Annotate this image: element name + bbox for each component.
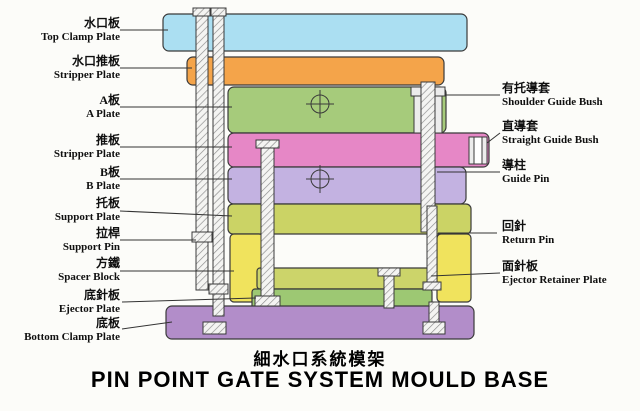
label-en: Stripper Plate bbox=[53, 69, 120, 81]
stop-pin-rod bbox=[377, 267, 401, 309]
label-en: Bottom Clamp Plate bbox=[24, 331, 120, 343]
label-zh: 底板 bbox=[95, 316, 120, 330]
support-pin-head bbox=[192, 7, 211, 17]
label-en: Ejector Retainer Plate bbox=[502, 274, 607, 286]
puller-bolt-head bbox=[210, 7, 227, 17]
straight-guide-bush-shape bbox=[468, 136, 488, 165]
label-stripper-plate: 推板 Stripper Plate bbox=[0, 133, 120, 161]
title-english: PIN POINT GATE SYSTEM MOULD BASE bbox=[90, 367, 550, 392]
label-en: Return Pin bbox=[502, 234, 555, 246]
label-en: Top Clamp Plate bbox=[40, 31, 120, 43]
support-pin-shaft bbox=[195, 15, 209, 233]
label-en: Shoulder Guide Bush bbox=[502, 96, 603, 108]
label-ejector-retainer-plate: 面針板 Ejector Retainer Plate bbox=[502, 259, 640, 287]
label-return-pin: 回針 Return Pin bbox=[502, 219, 640, 247]
leader-line bbox=[486, 132, 501, 144]
label-zh: 拉桿 bbox=[95, 226, 120, 240]
support-plate-shape bbox=[227, 203, 472, 235]
center-guide-pin-foot bbox=[254, 295, 281, 307]
center-guide-pin-head bbox=[255, 139, 280, 149]
screw-hole-symbol bbox=[306, 165, 334, 193]
puller-bolt-tip bbox=[212, 293, 225, 317]
label-zh: 水口推板 bbox=[71, 54, 120, 68]
label-en: Stripper Plate bbox=[53, 148, 120, 160]
label-en: A Plate bbox=[86, 108, 120, 120]
label-spacer-block: 方鐵 Spacer Block bbox=[0, 256, 120, 284]
label-support-plate: 托板 Support Plate bbox=[0, 196, 120, 224]
screw-hole-symbol bbox=[306, 90, 334, 118]
label-a-plate: A板 A Plate bbox=[0, 93, 120, 121]
support-pin-rod bbox=[191, 7, 213, 291]
label-zh: 方鐵 bbox=[95, 256, 120, 270]
label-zh: 回針 bbox=[502, 219, 527, 233]
label-shoulder-guide-bush: 有托導套 Shoulder Guide Bush bbox=[502, 81, 640, 109]
support-pin-tip bbox=[195, 241, 209, 291]
center-guide-pin-rod bbox=[254, 139, 281, 307]
bottom-screw-left-head bbox=[202, 321, 227, 335]
return-pin-head bbox=[422, 281, 442, 291]
leader-line bbox=[121, 321, 173, 330]
top-clamp-plate-shape bbox=[162, 13, 468, 52]
label-zh: 底針板 bbox=[83, 288, 120, 302]
label-zh: 有托導套 bbox=[502, 81, 551, 95]
label-zh: A板 bbox=[99, 93, 120, 107]
label-zh: 托板 bbox=[95, 196, 120, 210]
title-chinese: 細水口系統模架 bbox=[253, 350, 387, 369]
label-en: Ejector Plate bbox=[58, 303, 120, 315]
puller-bolt-shoulder bbox=[208, 283, 229, 295]
label-en: Guide Pin bbox=[502, 173, 550, 185]
bottom-screw-right bbox=[422, 301, 446, 335]
leader-lines bbox=[119, 29, 501, 330]
stop-pin-flange bbox=[377, 267, 401, 277]
stripper-plate-top-shape bbox=[186, 56, 445, 86]
label-support-pin: 拉桿 Support Pin bbox=[0, 226, 120, 254]
label-zh: 推板 bbox=[95, 133, 120, 147]
leader-line bbox=[121, 297, 257, 303]
label-en: Support Pin bbox=[62, 241, 120, 253]
leader-line bbox=[430, 272, 501, 277]
label-en: Straight Guide Bush bbox=[502, 134, 599, 146]
center-guide-pin-shaft bbox=[260, 147, 275, 297]
puller-bolt-shaft bbox=[212, 15, 225, 285]
label-en: Support Plate bbox=[54, 211, 120, 223]
label-stripper-plate-top: 水口推板 Stripper Plate bbox=[0, 54, 120, 82]
label-ejector-plate: 底針板 Ejector Plate bbox=[0, 288, 120, 316]
screw-head bbox=[422, 321, 446, 335]
label-en: B Plate bbox=[86, 180, 120, 192]
label-zh: 導柱 bbox=[502, 158, 527, 172]
label-en: Spacer Block bbox=[58, 271, 120, 283]
return-pin-shaft bbox=[426, 205, 438, 283]
return-pin-rod bbox=[422, 205, 442, 291]
label-straight-guide-bush: 直導套 Straight Guide Bush bbox=[502, 119, 640, 147]
label-zh: B板 bbox=[99, 165, 120, 179]
label-zh: 面針板 bbox=[502, 259, 539, 273]
bush-bore bbox=[473, 136, 483, 165]
label-zh: 水口板 bbox=[83, 16, 120, 30]
label-guide-pin: 導柱 Guide Pin bbox=[502, 158, 640, 186]
leader-line bbox=[119, 210, 233, 217]
puller-bolt-rod bbox=[208, 7, 229, 317]
stop-pin-shaft bbox=[383, 275, 395, 309]
label-top-clamp-plate: 水口板 Top Clamp Plate bbox=[0, 16, 120, 44]
label-zh: 直導套 bbox=[502, 119, 539, 133]
ejector-retainer-plate-shape bbox=[256, 267, 431, 290]
screw-shaft bbox=[428, 301, 440, 323]
label-bottom-clamp-plate: 底板 Bottom Clamp Plate bbox=[0, 316, 120, 344]
spacer-block-right-shape bbox=[436, 233, 472, 303]
label-b-plate: B板 B Plate bbox=[0, 165, 120, 193]
